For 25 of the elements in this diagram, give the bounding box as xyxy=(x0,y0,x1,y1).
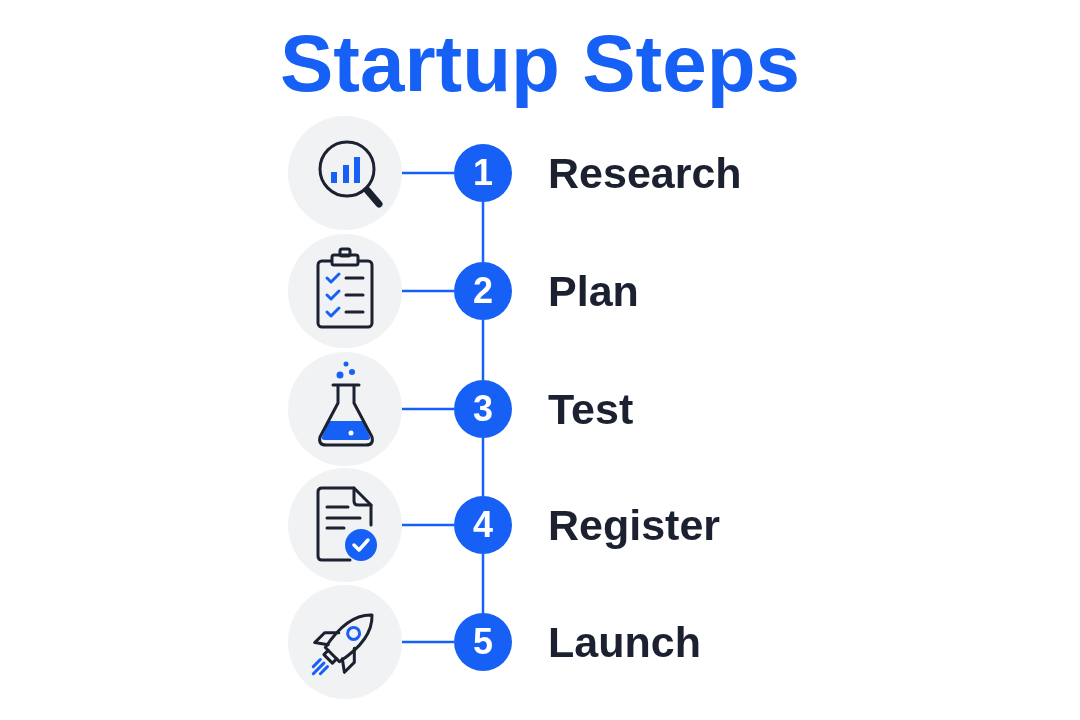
connector-line xyxy=(402,640,454,644)
step-label: Research xyxy=(548,148,742,199)
connector-line xyxy=(402,407,454,411)
flask-icon xyxy=(288,352,402,466)
step-number-circle: 3 xyxy=(454,380,512,438)
connector-line xyxy=(481,202,485,262)
clipboard-checklist-icon xyxy=(288,234,402,348)
step-number-circle: 5 xyxy=(454,613,512,671)
step-label: Register xyxy=(548,500,721,551)
rocket-icon xyxy=(288,585,402,699)
connector-line xyxy=(481,320,485,380)
step-label: Test xyxy=(548,384,634,435)
step-label: Plan xyxy=(548,266,639,317)
title: Startup Steps xyxy=(279,18,801,110)
step-label: Launch xyxy=(548,617,701,668)
connector-line xyxy=(402,523,454,527)
step-number-circle: 2 xyxy=(454,262,512,320)
connector-line xyxy=(481,438,485,496)
connector-line xyxy=(402,171,454,175)
connector-line xyxy=(481,554,485,613)
step-number-circle: 1 xyxy=(454,144,512,202)
magnifying-glass-chart-icon xyxy=(288,116,402,230)
step-number-circle: 4 xyxy=(454,496,512,554)
connector-line xyxy=(402,289,454,293)
document-check-icon xyxy=(288,468,402,582)
